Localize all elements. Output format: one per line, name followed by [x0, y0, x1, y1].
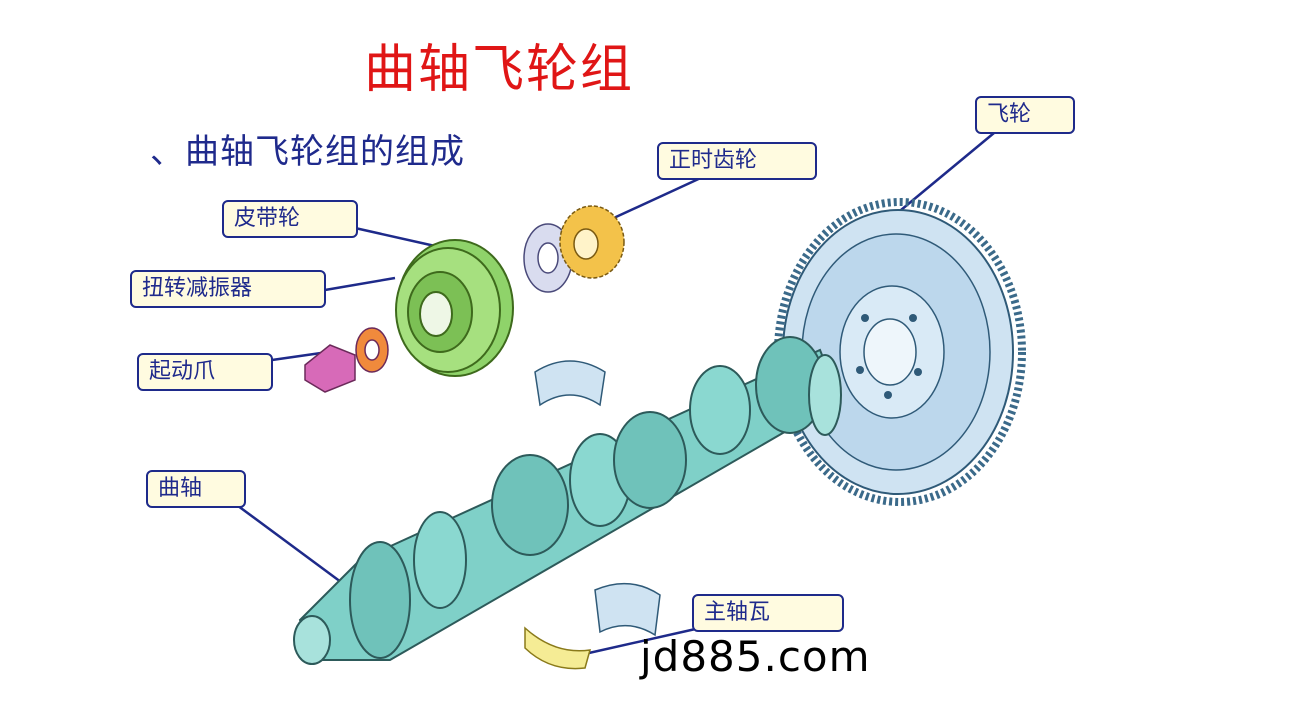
timing-gear-part [523, 205, 625, 293]
leader-damper [324, 276, 396, 292]
label-main-bearing: 主轴瓦 [692, 594, 844, 632]
starter-claw-part [304, 327, 389, 393]
leader-flywheel [894, 127, 1001, 216]
label-crankshaft: 曲轴 [146, 470, 246, 508]
label-pulley: 皮带轮 [222, 200, 358, 238]
label-damper: 扭转减振器 [130, 270, 326, 308]
page-subtitle: 、曲轴飞轮组的组成 [150, 132, 465, 172]
watermark: jd885.com [640, 632, 871, 681]
leader-crankshaft [229, 498, 346, 587]
pulley-part [395, 239, 514, 377]
leader-pulley [354, 226, 436, 248]
label-flywheel: 飞轮 [975, 96, 1075, 134]
page-title: 曲轴飞轮组 [364, 40, 635, 100]
crankshaft-part [293, 336, 842, 665]
flywheel-part [774, 198, 1026, 506]
leader-main-bearing [579, 626, 701, 657]
label-timing-gear: 正时齿轮 [657, 142, 817, 180]
leader-timing-gear [604, 174, 706, 224]
label-starter-claw: 起动爪 [137, 353, 273, 391]
leader-lines [229, 127, 1001, 657]
bearing-shells [524, 360, 661, 670]
